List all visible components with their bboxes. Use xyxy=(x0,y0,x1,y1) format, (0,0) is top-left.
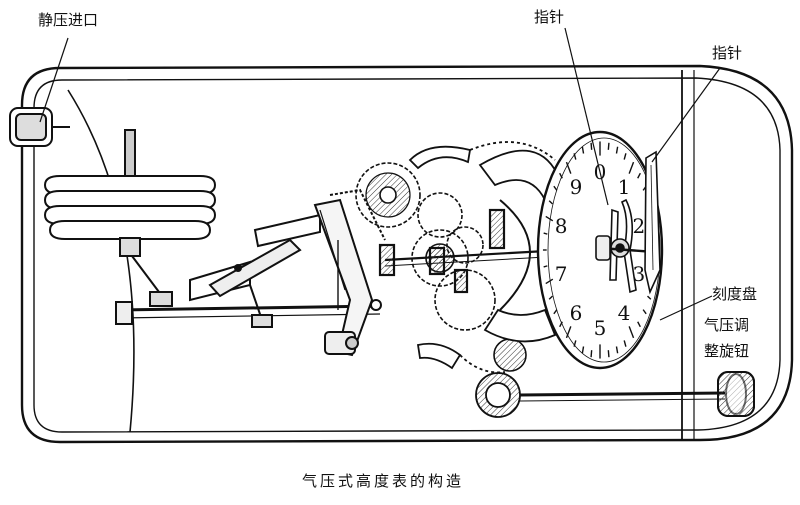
drive-gear xyxy=(475,372,726,418)
long-pointer xyxy=(644,150,661,295)
dial-tick xyxy=(565,326,572,339)
dial-tick xyxy=(628,161,635,174)
label-adjust-line1: 气压调 xyxy=(704,316,750,334)
adjust-knob xyxy=(717,371,755,417)
dial-tick xyxy=(548,200,553,205)
dial-tick xyxy=(573,153,577,160)
dial-tick xyxy=(573,340,577,347)
static-inlet-fitting xyxy=(9,107,70,147)
dial-tick xyxy=(615,146,619,154)
dial-tick xyxy=(623,340,627,347)
dial-tick xyxy=(553,185,558,191)
sector-gear-arm xyxy=(313,188,386,357)
lower-guard xyxy=(416,342,506,374)
dial-tick xyxy=(581,146,585,154)
dial-tick xyxy=(590,142,593,150)
dial-numeral: 6 xyxy=(570,301,583,325)
dial-numeral: 9 xyxy=(570,175,583,199)
dial-tick xyxy=(543,232,548,235)
leader-lines xyxy=(39,27,721,321)
dial-tick xyxy=(559,172,563,179)
dial-numeral: 1 xyxy=(618,175,631,199)
label-static-inlet: 静压进口 xyxy=(38,11,99,29)
dial-tick xyxy=(642,309,647,315)
dial-tick xyxy=(543,265,548,268)
dial-numeral: 5 xyxy=(594,316,607,340)
dial-tick xyxy=(637,172,641,179)
label-dial: 刻度盘 xyxy=(712,285,758,303)
dial-tick xyxy=(581,346,585,354)
dial-tick xyxy=(590,350,593,358)
dial-tick xyxy=(545,278,554,285)
dial-tick xyxy=(565,161,572,174)
dial-tick xyxy=(615,346,619,354)
dial-tick xyxy=(637,321,641,328)
dial-tick xyxy=(647,295,652,300)
dial-numeral: 8 xyxy=(555,214,568,238)
figure-caption: 气压式高度表的构造 xyxy=(302,472,465,490)
upper-guard xyxy=(408,141,556,170)
dial-tick xyxy=(628,326,635,339)
dial-numeral: 3 xyxy=(633,262,646,286)
dial-tick xyxy=(548,295,553,300)
linkage xyxy=(115,213,381,328)
dial-tick xyxy=(607,142,610,150)
label-adjust-line2: 整旋钮 xyxy=(704,342,750,360)
dial-tick xyxy=(553,309,558,315)
label-pointer-top: 指针 xyxy=(534,8,565,26)
label-pointer-right: 指针 xyxy=(712,44,743,62)
dial-numeral: 7 xyxy=(555,262,568,286)
dial-numeral: 2 xyxy=(633,214,646,238)
dial-tick xyxy=(559,321,563,328)
aneroid-capsules xyxy=(43,129,217,257)
casing xyxy=(20,64,794,444)
dial-numeral: 4 xyxy=(618,301,631,325)
dial-tick xyxy=(607,350,610,358)
dial-tick xyxy=(623,153,627,160)
dial-tick xyxy=(545,215,554,222)
